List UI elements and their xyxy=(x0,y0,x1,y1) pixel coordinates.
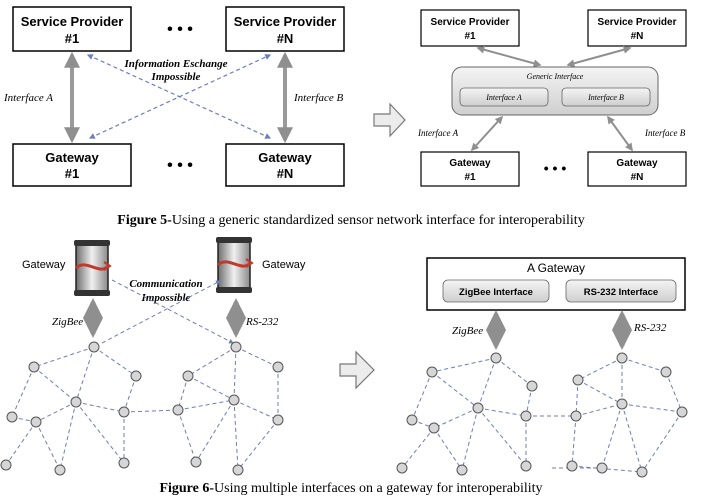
fig6-left-server-right-icon xyxy=(216,237,254,293)
fig6-left-rs232-label: RS-232 xyxy=(245,316,279,328)
fig6-right-rs232-iface-box xyxy=(565,279,677,303)
fig5-right-arrow-gwN xyxy=(607,115,633,152)
fig6-right-zigbee-iface-box xyxy=(442,279,550,303)
fig6-left-comm-line2: Impossible xyxy=(141,292,191,304)
fig5-left-dots-top: • • • xyxy=(167,21,193,38)
fig5-right-arrow-spN xyxy=(566,45,632,68)
fig6-left-nodes xyxy=(0,341,284,476)
fig6-caption: Figure 6-Using multiple interfaces on a … xyxy=(159,481,542,496)
fig5-right-gwN-label: Gateway xyxy=(616,158,658,169)
fig5-right-iface-b-box xyxy=(561,87,651,107)
fig5-right-sp1-box: Service Provider #1 xyxy=(420,9,520,47)
fig5-left-interface-a: Interface A xyxy=(3,92,53,104)
fig5-right-arrow-sp1 xyxy=(476,45,542,68)
fig6-right-network-b xyxy=(552,357,683,473)
fig6-right-title: A Gateway xyxy=(527,261,585,275)
fig5-left-spN-number: #N xyxy=(277,31,294,46)
fig5-right-interface-a: Interface A xyxy=(417,128,459,138)
fig5-left-dashed-cross-2 xyxy=(86,54,272,139)
fig6-caption-prefix: Figure 6- xyxy=(159,481,214,496)
fig5-right-spN-label: Service Provider xyxy=(598,17,677,28)
fig6-left-network-a xyxy=(5,346,137,471)
fig6-left-network-b xyxy=(123,346,279,471)
fig6-right-rs232-label: RS-232 xyxy=(633,322,667,334)
fig6-right-rs232-iface-label: RS-232 Interface xyxy=(584,287,658,298)
fig5-right-spN-box: Service Provider #N xyxy=(587,9,687,47)
fig5-right-dots: • • • xyxy=(544,160,567,176)
fig5-left-gw1-box: Gateway #1 xyxy=(12,143,132,187)
fig5-right-generic-interface: Generic Interface Interface A Interface … xyxy=(451,66,659,116)
fig5-right-sp1-number: #1 xyxy=(464,31,476,42)
fig5-left-gwN-box: Gateway #N xyxy=(225,143,345,187)
fig5-right-arrow-gw1 xyxy=(470,115,504,152)
fig6-left-dashed-cross-2 xyxy=(111,279,234,344)
fig6-left-comm-line1: Communication xyxy=(129,278,202,290)
fig6-right: A Gateway ZigBee Interface RS-232 Interf… xyxy=(396,257,688,478)
fig5-left-gw1-number: #1 xyxy=(65,166,79,181)
fig5-left-spN-box: Service Provider #N xyxy=(225,6,345,52)
fig5-right-interface-b: Interface B xyxy=(644,128,686,138)
fig6-right-zigbee-iface-label: ZigBee Interface xyxy=(459,287,533,298)
fig5-transition-arrow-icon xyxy=(373,102,406,138)
fig5-left-spN-label: Service Provider xyxy=(234,14,337,29)
fig6-left-gateway-right-label: Gateway xyxy=(262,259,306,271)
fig5-right-iface-a-label: Interface A xyxy=(485,93,522,102)
fig5-left-gwN-number: #N xyxy=(277,166,294,181)
fig5-left-info-line2: Impossible xyxy=(151,71,201,83)
fig5-right-gw1-box: Gateway #1 xyxy=(420,151,520,187)
fig5-left-sp1-box: Service Provider #1 xyxy=(12,6,132,52)
fig6-right-zigbee-label: ZigBee xyxy=(452,325,483,337)
fig6-right-nodes xyxy=(396,352,688,478)
fig5-left-sp1-number: #1 xyxy=(65,31,79,46)
fig5-right-iface-b-label: Interface B xyxy=(587,93,624,102)
fig5-left-gw1-label: Gateway xyxy=(45,150,99,165)
fig6-left-server-left-icon xyxy=(74,240,112,296)
fig6-left-zigbee-label: ZigBee xyxy=(52,316,83,328)
fig5-right-generic-label: Generic Interface xyxy=(527,72,584,81)
fig5-caption-text: Using a generic standardized sensor netw… xyxy=(172,213,585,228)
fig5-left-gwN-label: Gateway xyxy=(258,150,312,165)
fig5-right-gwN-number: #N xyxy=(631,172,644,183)
fig6-left-gateway-left-label: Gateway xyxy=(22,259,66,271)
fig5-caption-prefix: Figure 5- xyxy=(117,213,172,228)
fig5-right-iface-a-box xyxy=(459,87,549,107)
fig6-left-dashed-cross-1 xyxy=(101,280,221,344)
fig6-caption-text: Using multiple interfaces on a gateway f… xyxy=(214,481,543,496)
fig6-left: Gateway Gateway Communication Impossible… xyxy=(0,237,306,476)
fig5-left-info-line1: Information Eschange xyxy=(124,58,228,70)
fig5-right-gwN-box: Gateway #N xyxy=(587,151,687,187)
fig5-caption: Figure 5-Using a generic standardized se… xyxy=(117,213,584,228)
fig5-left-sp1-label: Service Provider xyxy=(21,14,124,29)
fig5-left: Service Provider #1 • • • Service Provid… xyxy=(3,6,345,187)
fig5-right-spN-number: #N xyxy=(631,31,644,42)
fig6-transition-arrow-icon xyxy=(339,350,375,390)
fig5-left-interface-b: Interface B xyxy=(293,92,343,104)
fig5-right-gw1-number: #1 xyxy=(464,172,476,183)
fig6-right-gateway-panel: A Gateway ZigBee Interface RS-232 Interf… xyxy=(426,257,686,311)
fig5-right: Service Provider #1 Service Provider #N … xyxy=(417,9,687,187)
fig5-left-dots-bottom: • • • xyxy=(167,157,193,174)
fig5-right-gw1-label: Gateway xyxy=(449,158,491,169)
fig5-right-sp1-label: Service Provider xyxy=(431,17,510,28)
